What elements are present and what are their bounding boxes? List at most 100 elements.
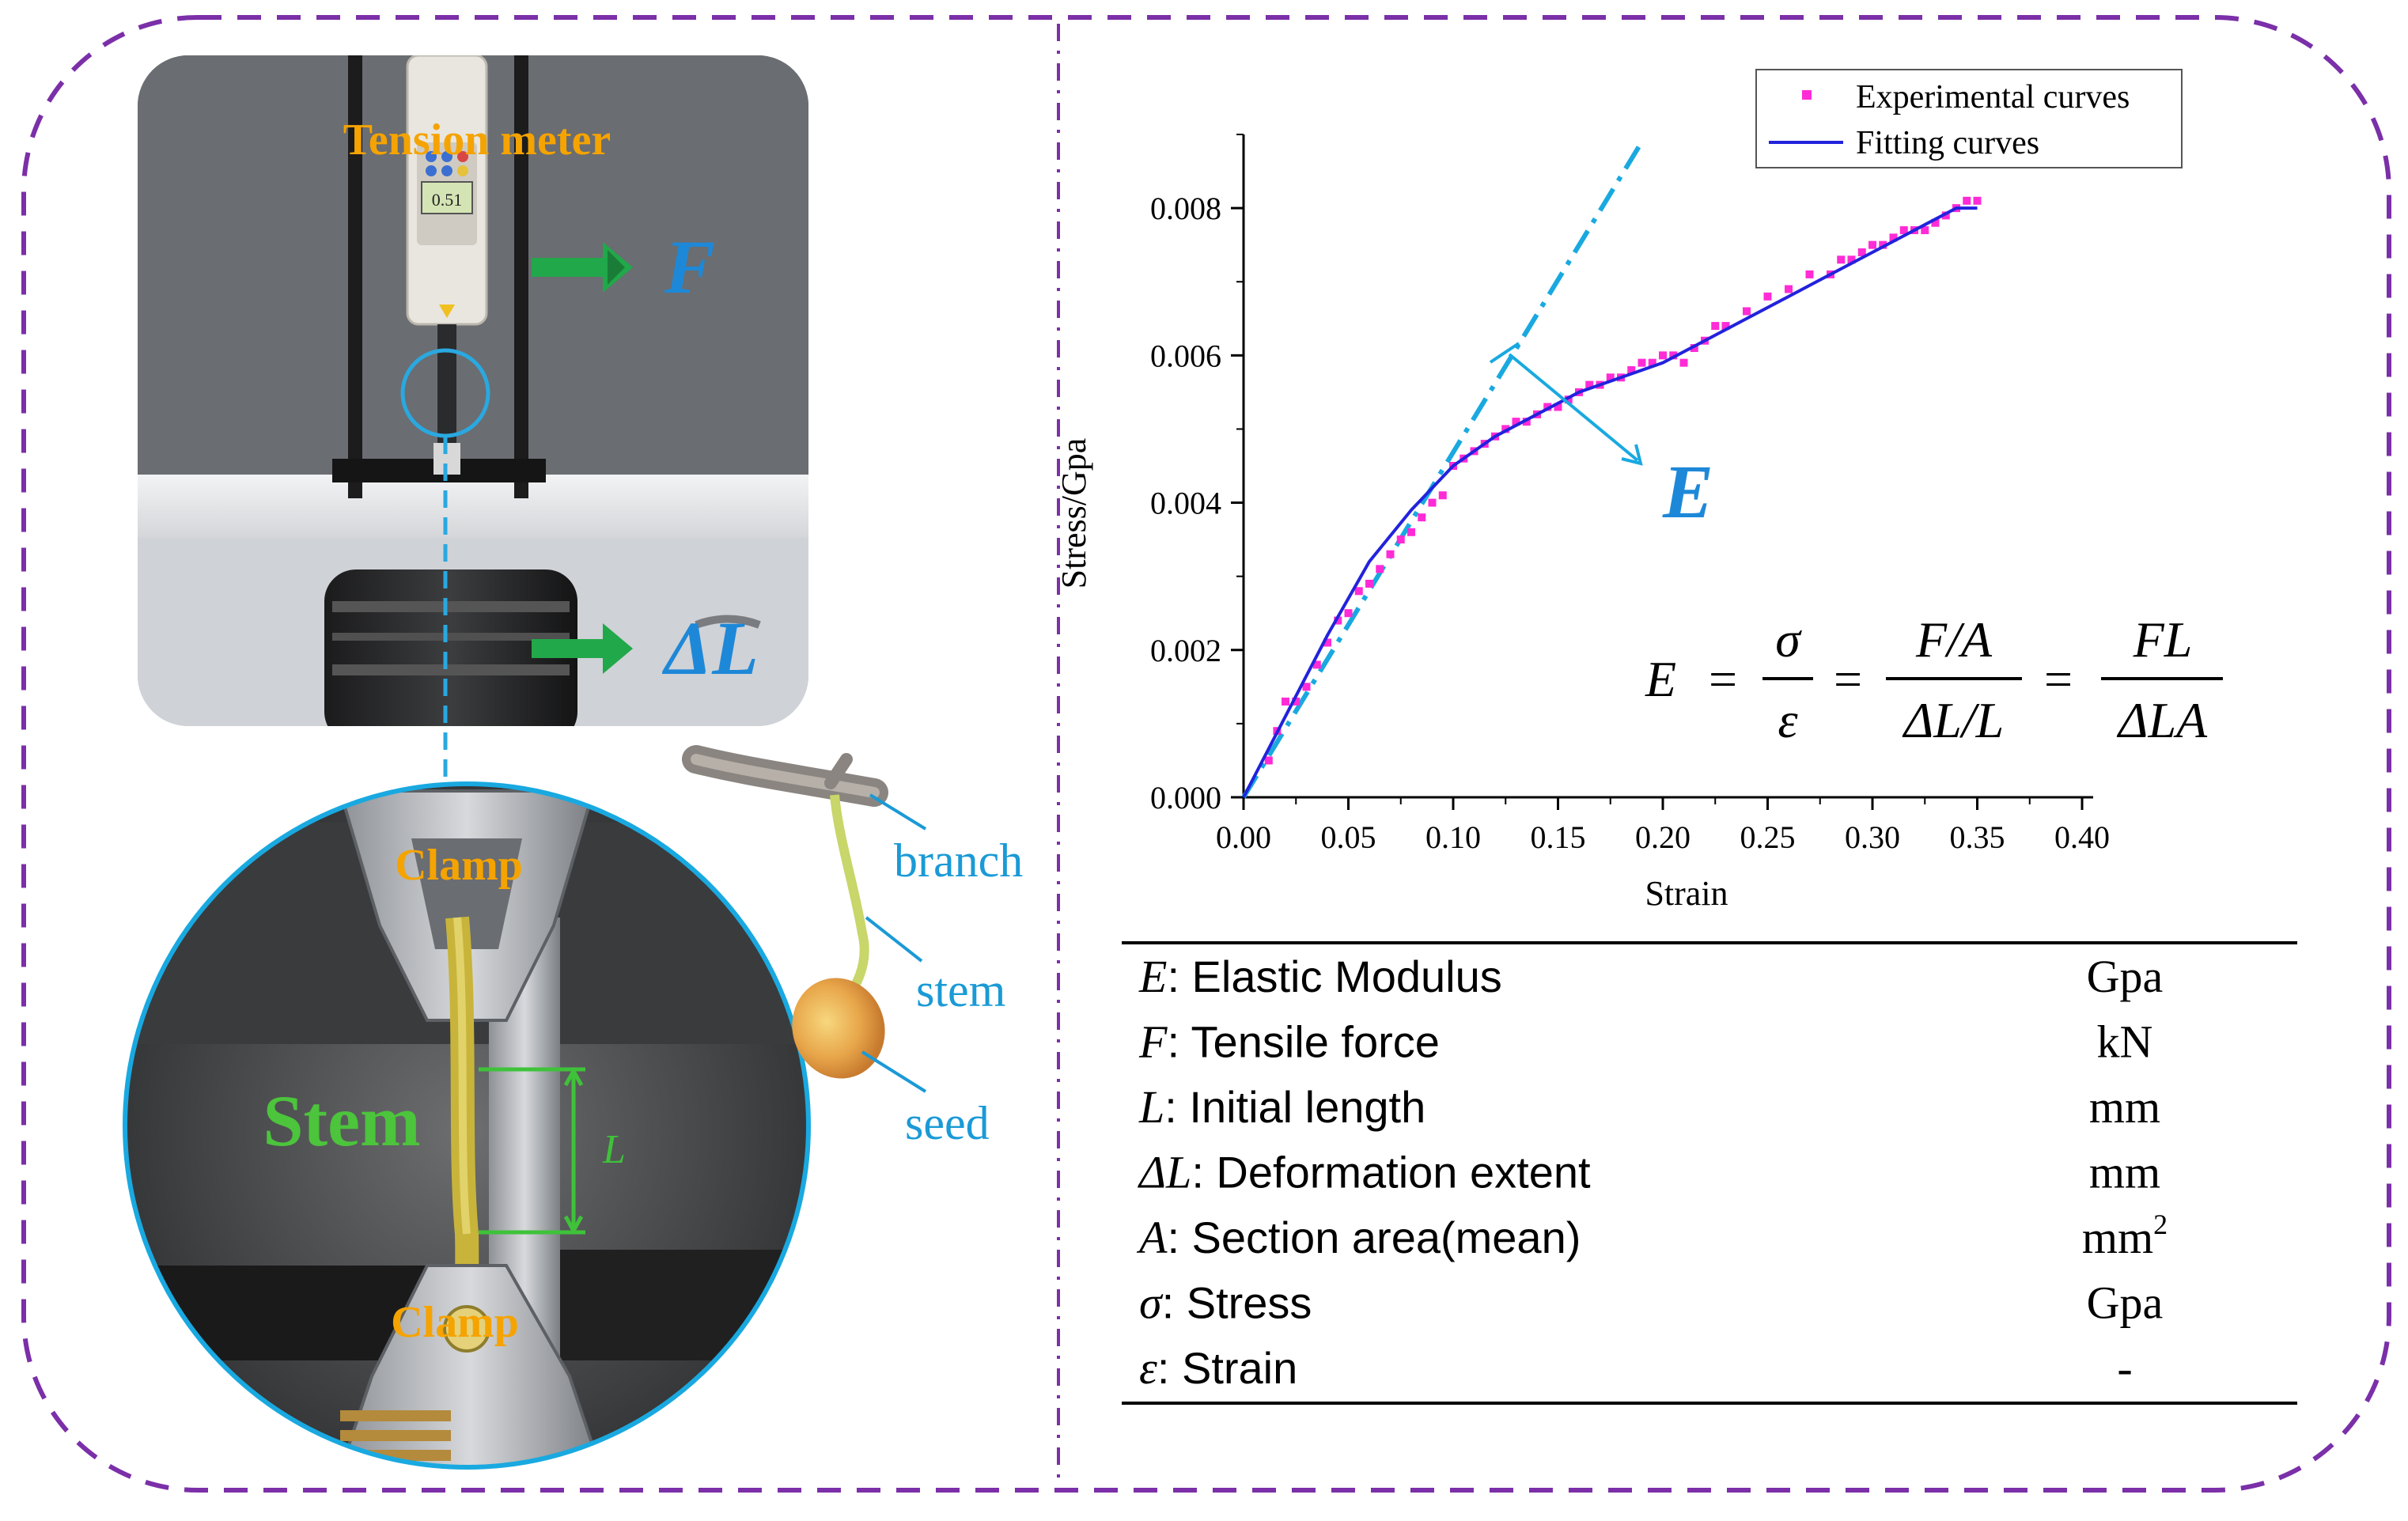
x-tick-label: 0.15 bbox=[1531, 819, 1586, 855]
variable-symbol: σ bbox=[1139, 1277, 1164, 1329]
formula-frac2-den: ΔL/L bbox=[1902, 692, 2005, 748]
x-tick-label: 0.10 bbox=[1425, 819, 1481, 855]
variable-description: : Tensile force bbox=[1167, 1017, 1439, 1067]
experimental-point bbox=[1334, 616, 1342, 625]
x-tick-label: 0.25 bbox=[1740, 819, 1796, 855]
table-row-unit: Gpa bbox=[2087, 1277, 2164, 1329]
experimental-point bbox=[1323, 638, 1331, 647]
experimental-point bbox=[1418, 513, 1426, 522]
experimental-point bbox=[1711, 322, 1720, 331]
table-row-unit: mm bbox=[2089, 1081, 2160, 1133]
variable-symbol: E bbox=[1138, 951, 1167, 1002]
variable-symbol: A bbox=[1136, 1212, 1168, 1263]
x-tick-label: 0.20 bbox=[1635, 819, 1691, 855]
formula-eq-3: = bbox=[2044, 651, 2073, 707]
y-tick-label: 0.000 bbox=[1150, 780, 1221, 815]
table-row-variable: ΔL: Deformation extent bbox=[1138, 1147, 1591, 1198]
legend-marker-experimental bbox=[1802, 90, 1812, 100]
deformation-arrow bbox=[532, 623, 633, 674]
specimen-illustration bbox=[682, 745, 888, 1079]
experimental-point bbox=[1638, 358, 1646, 367]
y-tick-label: 0.004 bbox=[1150, 486, 1221, 521]
x-axis-label: Strain bbox=[1645, 874, 1728, 913]
modulus-label: E bbox=[1662, 449, 1713, 534]
formula-lhs: E bbox=[1645, 651, 1676, 707]
table-row-variable: E: Elastic Modulus bbox=[1138, 951, 1502, 1002]
x-tick-label: 0.05 bbox=[1321, 819, 1376, 855]
experimental-point bbox=[1512, 418, 1520, 426]
modulus-annotation-arrow bbox=[1489, 342, 1643, 466]
experimental-point bbox=[1921, 226, 1929, 235]
tension-meter-label: Tension meter bbox=[343, 115, 611, 165]
table-row-unit: mm2 bbox=[2082, 1209, 2168, 1263]
table-row-unit: kN bbox=[2097, 1016, 2153, 1068]
formula-frac1-den: ε bbox=[1778, 692, 1798, 748]
experimental-point bbox=[1282, 697, 1289, 706]
experimental-point bbox=[1585, 380, 1594, 389]
experimental-point bbox=[1522, 418, 1531, 426]
experimental-point bbox=[1721, 322, 1730, 331]
experimental-point bbox=[1879, 240, 1887, 249]
experimental-point bbox=[1679, 358, 1688, 367]
experimental-point bbox=[1543, 403, 1552, 411]
experimental-point bbox=[1963, 196, 1971, 205]
force-symbol: F bbox=[664, 225, 715, 309]
formula-frac3-num: FL bbox=[2133, 611, 2193, 668]
experimental-point bbox=[1648, 358, 1656, 367]
experimental-point bbox=[1743, 307, 1751, 316]
experimental-point bbox=[1785, 285, 1793, 293]
clamp-top-label: Clamp bbox=[395, 841, 523, 890]
outer-frame bbox=[21, 15, 2391, 1493]
meter-display: 0.51 bbox=[432, 190, 463, 210]
specimen-leader-lines bbox=[861, 793, 927, 1093]
experimental-point bbox=[1365, 579, 1373, 588]
experimental-point bbox=[1606, 373, 1615, 382]
length-bracket bbox=[479, 1066, 585, 1235]
experimental-point bbox=[1837, 255, 1846, 264]
length-symbol: L bbox=[602, 1127, 626, 1172]
table-row-unit: - bbox=[2117, 1342, 2132, 1394]
table-row-variable: L: Initial length bbox=[1138, 1081, 1425, 1133]
y-axis-label: Stress/Gpa bbox=[1054, 438, 1093, 589]
zoom-circle-border bbox=[123, 781, 811, 1470]
experimental-point bbox=[1386, 550, 1395, 558]
x-tick-label: 0.40 bbox=[2054, 819, 2110, 855]
table-row-unit: Gpa bbox=[2087, 951, 2164, 1002]
table-row-variable: ε: Strain bbox=[1139, 1342, 1297, 1394]
experimental-point bbox=[1847, 255, 1856, 264]
experimental-point bbox=[1659, 351, 1667, 360]
experimental-point bbox=[1805, 270, 1814, 278]
experimental-point bbox=[1428, 498, 1437, 507]
formula-eq-1: = bbox=[1709, 651, 1737, 707]
formula-frac3-den: ΔLA bbox=[2116, 692, 2208, 748]
variable-description: : Stress bbox=[1162, 1278, 1312, 1328]
experimental-point bbox=[1554, 403, 1562, 411]
experimental-point bbox=[1376, 565, 1384, 573]
variable-symbol: ε bbox=[1139, 1342, 1157, 1394]
variable-description: : Elastic Modulus bbox=[1167, 952, 1501, 1001]
experimental-point bbox=[1889, 233, 1898, 242]
experimental-point bbox=[1407, 528, 1415, 536]
variable-symbol: ΔL bbox=[1138, 1147, 1191, 1198]
formula-eq-2: = bbox=[1834, 651, 1862, 707]
y-tick-label: 0.006 bbox=[1150, 338, 1221, 373]
table-row-variable: A: Section area(mean) bbox=[1136, 1212, 1581, 1263]
x-tick-label: 0.30 bbox=[1845, 819, 1900, 855]
variable-description: : Strain bbox=[1157, 1343, 1297, 1393]
unit-superscript: 2 bbox=[2153, 1209, 2168, 1240]
experimental-point bbox=[1344, 609, 1353, 618]
experimental-point bbox=[1763, 292, 1772, 301]
x-tick-label: 0.00 bbox=[1216, 819, 1271, 855]
experimental-point bbox=[1669, 351, 1678, 360]
stem-specimen-label: stem bbox=[916, 964, 1005, 1016]
experimental-point bbox=[1312, 660, 1321, 669]
tangent-line bbox=[1241, 140, 1645, 799]
table-row-unit: mm bbox=[2089, 1147, 2160, 1198]
deformation-symbol: ΔL bbox=[661, 606, 759, 691]
seed-label: seed bbox=[905, 1097, 990, 1149]
experimental-point bbox=[1438, 491, 1447, 500]
experimental-point bbox=[1501, 425, 1510, 433]
